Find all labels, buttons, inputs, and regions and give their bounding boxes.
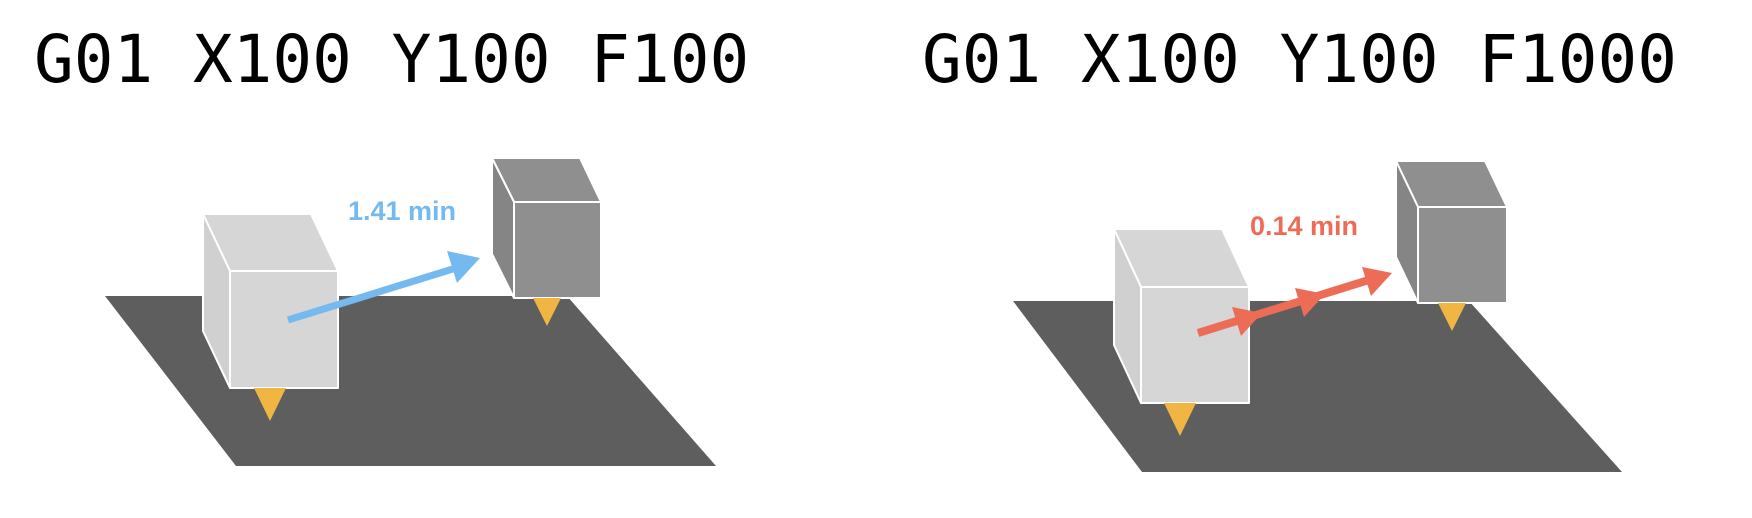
print-head-end-right (1395, 160, 1508, 331)
print-head-end-left (491, 157, 602, 326)
motion-arrow-right (1196, 267, 1392, 337)
print-head-start-right (1113, 228, 1250, 436)
motion-arrow-right-head-3 (1362, 267, 1392, 296)
gcode-command-right: G01 X100 Y100 F1000 (922, 21, 1677, 98)
motion-arrow-right-shaft (1196, 275, 1374, 337)
motion-arrow-left (286, 251, 480, 324)
head-start-front-face (229, 270, 339, 389)
head-start-front-face (1140, 286, 1250, 404)
gcode-command-left: G01 X100 Y100 F100 (34, 21, 750, 98)
motion-arrow-left-head (447, 251, 480, 283)
print-bed-left (105, 296, 716, 466)
nozzle-start-left (254, 388, 286, 421)
nozzle-end-left (533, 298, 561, 326)
motion-arrow-right-head-1 (1232, 307, 1262, 336)
print-head-start-left (202, 213, 339, 421)
print-bed-right (1013, 301, 1622, 472)
travel-time-label-right: 0.14 min (1250, 211, 1358, 241)
nozzle-end-right (1438, 303, 1466, 331)
motion-arrow-right-head-2 (1295, 288, 1325, 317)
head-end-front-face (513, 201, 602, 299)
motion-arrow-left-shaft (286, 264, 458, 324)
head-end-front-face (1417, 206, 1508, 304)
nozzle-start-right (1164, 403, 1196, 436)
panel-left: 1.41 min (105, 157, 716, 466)
travel-time-label-left: 1.41 min (348, 196, 456, 226)
panel-right: 0.14 min (1013, 160, 1622, 472)
